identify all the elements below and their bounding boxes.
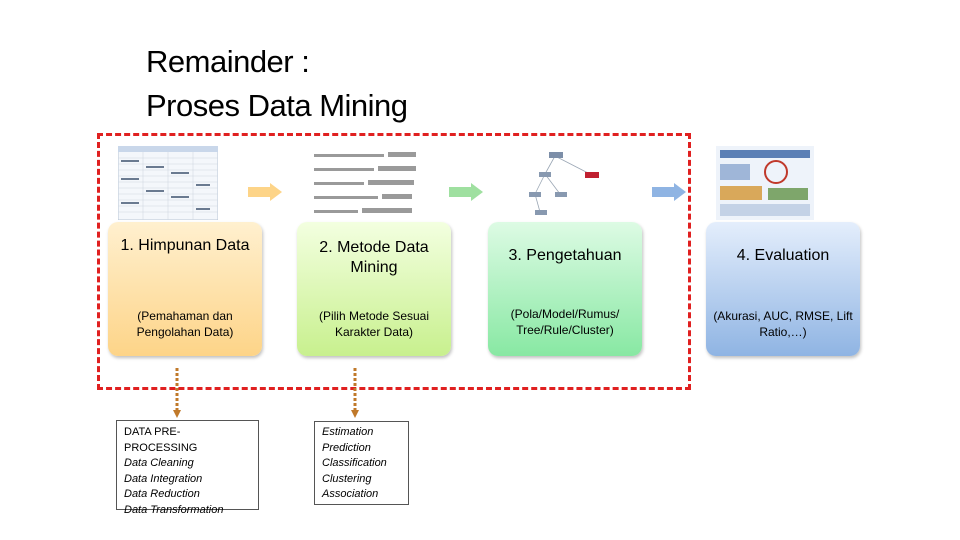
step-description: (Pilih Metode Sesuai Karakter Data) xyxy=(318,309,430,339)
formula-thumbnail xyxy=(310,146,420,220)
step-name: 3. Pengetahuan xyxy=(508,247,622,264)
preprocessing-item: Data Transformation xyxy=(124,503,224,516)
title-line-2: Proses Data Mining xyxy=(146,88,408,123)
process-frame xyxy=(97,133,691,390)
preprocessing-item: Data Reduction xyxy=(124,488,200,500)
preprocessing-heading: DATA PRE-PROCESSING xyxy=(124,426,198,454)
step-description: (Akurasi, AUC, RMSE, Lift Ratio,…) xyxy=(713,309,853,339)
spreadsheet-thumbnail xyxy=(118,146,218,220)
evaluation-thumbnail xyxy=(716,146,814,220)
method-item: Clustering xyxy=(322,472,372,485)
step-metode-data-mining: 2. Metode Data Mining (Pilih Metode Sesu… xyxy=(297,222,451,356)
step-description: (Pemahaman dan Pengolahan Data) xyxy=(136,309,234,339)
method-item: Estimation xyxy=(322,426,374,438)
preprocessing-item: Data Integration xyxy=(124,472,203,485)
method-item: Association xyxy=(322,488,379,500)
arrow-right-icon xyxy=(652,183,686,201)
step-name: 2. Metode Data Mining xyxy=(319,239,429,276)
arrow-right-icon xyxy=(248,183,282,201)
methods-box: Estimation Prediction Classification Clu… xyxy=(314,421,409,505)
method-item: Classification xyxy=(322,457,387,469)
step-himpunan-data: 1. Himpunan Data (Pemahaman dan Pengolah… xyxy=(108,222,262,356)
step-name: 4. Evaluation xyxy=(736,247,830,264)
connector-arrow-down-icon xyxy=(173,368,181,418)
page-title: Remainder : Proses Data Mining xyxy=(146,40,408,128)
connector-arrow-down-icon xyxy=(351,368,359,418)
arrow-right-icon xyxy=(449,183,483,201)
step-description: (Pola/Model/Rumus/ Tree/Rule/Cluster) xyxy=(510,307,620,337)
preprocessing-box: DATA PRE-PROCESSING Data Cleaning Data I… xyxy=(116,420,259,516)
tree-thumbnail xyxy=(515,146,625,220)
step-pengetahuan: 3. Pengetahuan (Pola/Model/Rumus/ Tree/R… xyxy=(488,222,642,356)
step-name: 1. Himpunan Data xyxy=(120,237,250,254)
method-item: Prediction xyxy=(322,441,371,454)
step-evaluation: 4. Evaluation (Akurasi, AUC, RMSE, Lift … xyxy=(706,222,860,356)
title-line-1: Remainder : xyxy=(146,44,310,79)
preprocessing-item: Data Cleaning xyxy=(124,457,194,469)
